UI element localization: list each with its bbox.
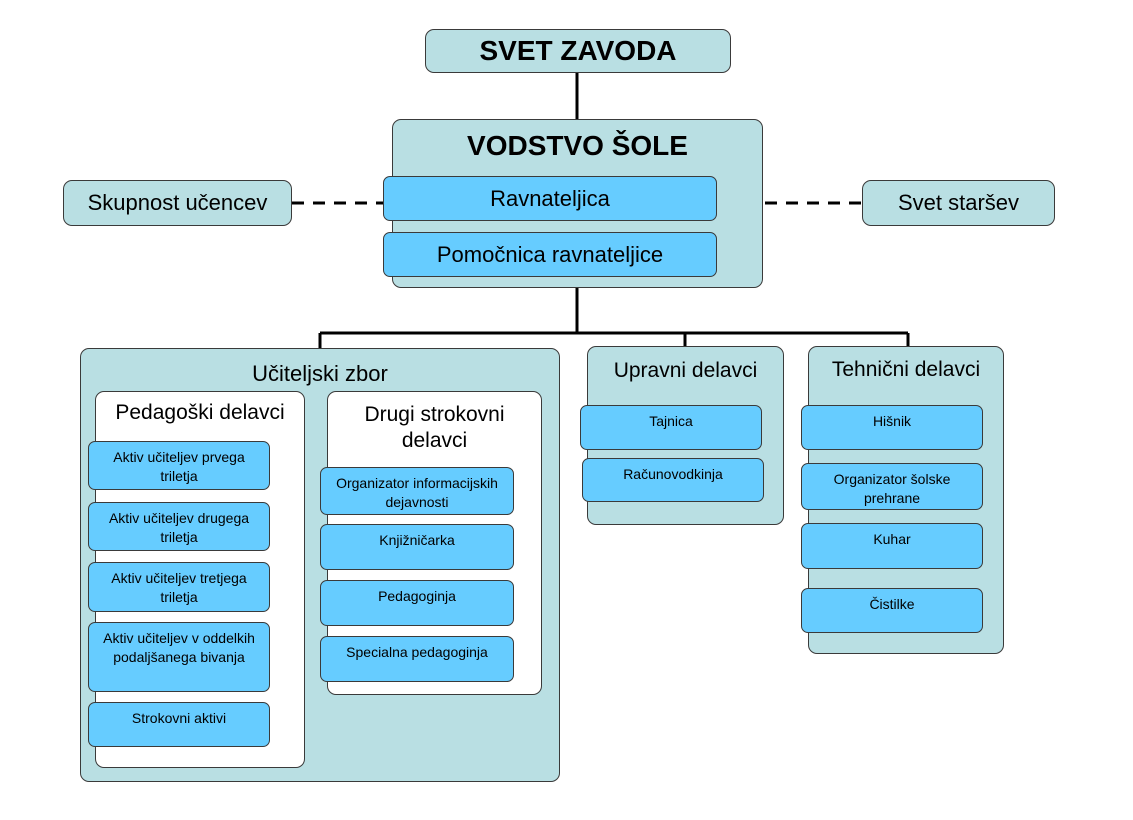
pomocnica-box: Pomočnica ravnateljice <box>383 232 717 277</box>
pedagoski-item: Strokovni aktivi <box>88 702 270 747</box>
tehnicni-delavci-title: Tehnični delavci <box>831 358 981 381</box>
tehnicni-item-label: Hišnik <box>872 413 912 429</box>
tehnicni-item: Organizator šolske prehrane <box>801 463 983 510</box>
tehnicni-item-label: Organizator šolske prehrane <box>833 471 951 506</box>
pomocnica-label: Pomočnica ravnateljice <box>436 241 664 267</box>
ravnateljica-box: Ravnateljica <box>383 176 717 221</box>
pedagoski-item: Aktiv učiteljev tretjega triletja <box>88 562 270 612</box>
tehnicni-item: Hišnik <box>801 405 983 450</box>
tehnicni-item-label: Kuhar <box>873 531 911 547</box>
ravnateljica-label: Ravnateljica <box>490 185 610 211</box>
drugi-item-label: Knjižničarka <box>379 532 455 548</box>
tehnicni-item: Čistilke <box>801 588 983 633</box>
skupnost-ucencev-box: Skupnost učencev <box>63 180 292 226</box>
drugi-item-label: Pedagoginja <box>378 588 456 604</box>
skupnost-ucencev-label: Skupnost učencev <box>87 190 268 215</box>
svet-zavoda-label: SVET ZAVODA <box>479 35 677 66</box>
pedagoski-item: Aktiv učiteljev v oddelkih podaljšanega … <box>88 622 270 692</box>
pedagoski-item-label: Strokovni aktivi <box>131 710 227 726</box>
drugi-item: Organizator informacijskih dejavnosti <box>320 467 514 515</box>
upravni-item-label: Računovodkinja <box>623 466 723 482</box>
vodstvo-sole-title: VODSTVO ŠOLE <box>467 130 688 161</box>
pedagoski-item-label: Aktiv učiteljev drugega triletja <box>108 510 250 545</box>
tehnicni-item-label: Čistilke <box>869 596 915 612</box>
pedagoski-delavci-title: Pedagoški delavci <box>115 401 285 424</box>
pedagoski-item-label: Aktiv učiteljev prvega triletja <box>113 449 245 484</box>
drugi-item: Specialna pedagoginja <box>320 636 514 682</box>
drugi-item: Knjižničarka <box>320 524 514 570</box>
drugi-strokovni-delavci-title: Drugi strokovni delavci <box>364 403 505 453</box>
drugi-item-label: Specialna pedagoginja <box>346 644 488 660</box>
drugi-item-label: Organizator informacijskih dejavnosti <box>336 475 498 510</box>
upravni-item-label: Tajnica <box>649 413 693 429</box>
tehnicni-item: Kuhar <box>801 523 983 569</box>
drugi-item: Pedagoginja <box>320 580 514 626</box>
upravni-item: Tajnica <box>580 405 762 450</box>
svet-zavoda-box: SVET ZAVODA <box>425 29 731 73</box>
uciteljski-zbor-title: Učiteljski zbor <box>252 361 388 386</box>
pedagoski-item-label: Aktiv učiteljev v oddelkih podaljšanega … <box>103 630 255 665</box>
svet-starsev-label: Svet staršev <box>897 190 1020 215</box>
pedagoski-item-label: Aktiv učiteljev tretjega triletja <box>111 570 247 605</box>
upravni-item: Računovodkinja <box>582 458 764 502</box>
svet-starsev-box: Svet staršev <box>862 180 1055 226</box>
pedagoski-item: Aktiv učiteljev prvega triletja <box>88 441 270 490</box>
upravni-delavci-title: Upravni delavci <box>613 359 758 382</box>
pedagoski-item: Aktiv učiteljev drugega triletja <box>88 502 270 551</box>
